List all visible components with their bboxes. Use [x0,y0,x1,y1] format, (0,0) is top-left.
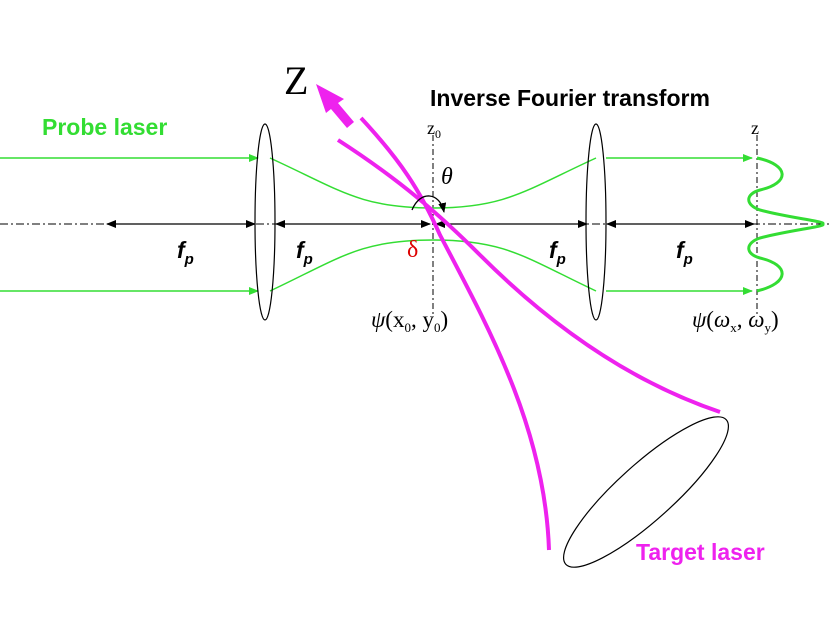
target-laser-beams [336,116,721,551]
probe-laser-beams [0,154,825,295]
delta-label: δ [407,237,418,263]
z-right-label: z [751,118,759,138]
inverse-fourier-label: Inverse Fourier transform [430,85,710,111]
target-lens [562,416,730,568]
z0-label: z0 [427,118,441,141]
probe-laser-label: Probe laser [42,114,167,140]
fp-label-1: fp [177,237,194,268]
theta-label: θ [441,164,453,190]
lens-1 [254,123,276,321]
axis-z-label: Z [284,58,308,103]
fp-label-4: fp [676,237,693,268]
theta-arc [411,195,447,213]
z-direction-arrow [316,84,354,128]
fp-label-3: fp [549,237,566,268]
diffraction-pattern [747,156,825,293]
psi-x0-y0-label: ψ(x0, y0) [371,307,448,335]
fp-label-2: fp [296,237,313,268]
target-laser-label: Target laser [636,539,765,565]
psi-omega-label: ψ(ωx, ωy) [692,307,779,335]
